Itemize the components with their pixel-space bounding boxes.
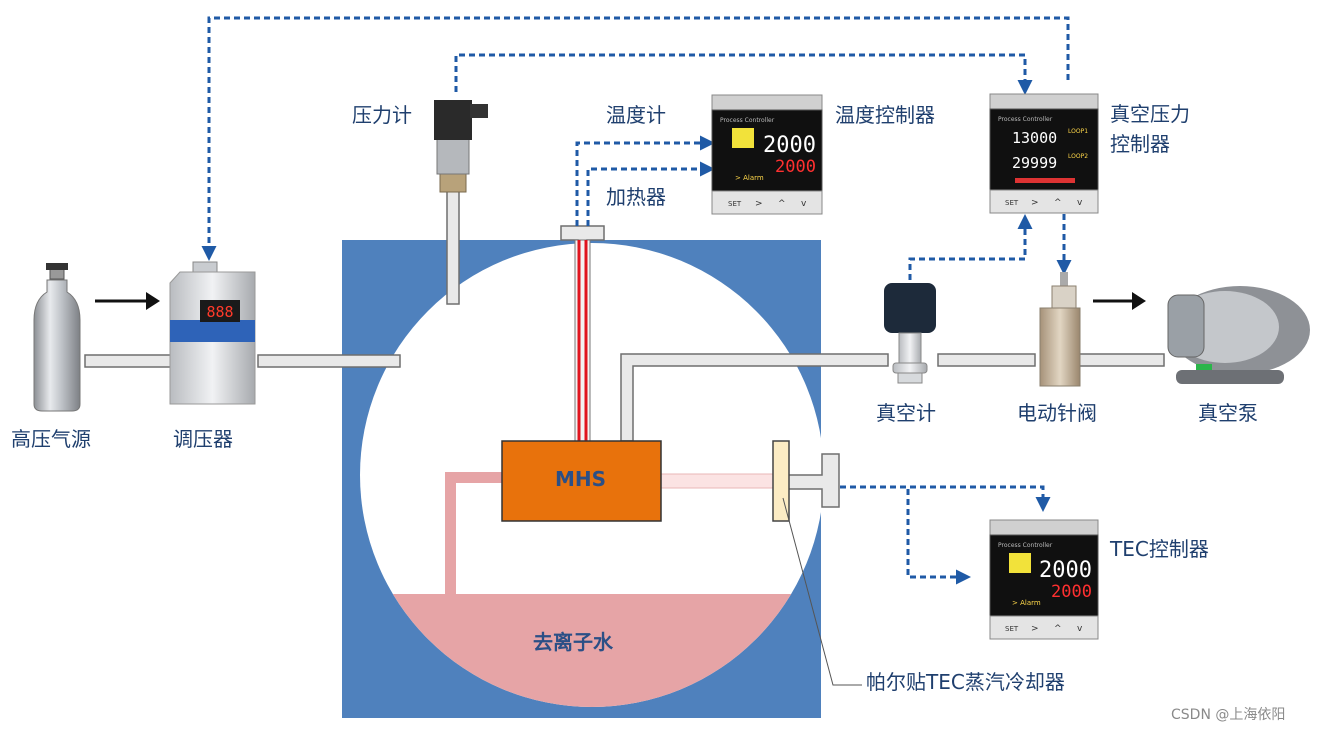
needle-valve-label: 电动针阀	[1017, 401, 1097, 425]
tec-ctrl-right-key: >	[1031, 624, 1039, 634]
signal-thermometer	[575, 135, 715, 226]
vac-ctrl-right-key: >	[1031, 198, 1039, 208]
pipe-gauge-valve	[937, 353, 1036, 367]
regulator-icon: 888	[169, 261, 256, 405]
vac-ctrl-loop1: LOOP1	[1068, 128, 1088, 135]
vac-ctrl-value2: 29999	[1012, 154, 1057, 172]
temp-ctrl-down-key: v	[801, 199, 807, 209]
tec-ctrl-set-key: SET	[1005, 625, 1019, 633]
peltier-cooler	[772, 440, 790, 522]
vac-ctrl-value1: 13000	[1012, 129, 1057, 147]
tec-ctrl-down-key: v	[1077, 624, 1083, 634]
temp-ctrl-up-key: ^	[778, 199, 786, 209]
signal-tec-out	[840, 485, 971, 585]
vac-ctrl-loop2: LOOP2	[1068, 153, 1088, 160]
vac-ctrl-set-key: SET	[1005, 199, 1019, 207]
temp-ctrl-header: Process Controller	[720, 117, 775, 124]
regulator-label: 调压器	[173, 427, 233, 451]
vac-ctrl-header: Process Controller	[998, 116, 1053, 123]
thermocouple-wires	[574, 239, 591, 442]
flow-arrows	[95, 292, 1146, 310]
mhs-block	[501, 440, 662, 522]
vac-ctrl-down-key: v	[1077, 198, 1083, 208]
temp-ctrl-set-key: SET	[728, 200, 742, 208]
vacuum-controller-label: 真空压力 控制器	[1110, 99, 1190, 159]
mhs-label: MHS	[555, 467, 607, 491]
tec-ctrl-header: Process Controller	[998, 542, 1053, 549]
signal-vacuum-gauge	[908, 214, 1033, 280]
vacuum-gauge-icon	[884, 283, 936, 384]
regulator-readout: 888	[206, 303, 233, 321]
flow-arrow-in-head	[146, 292, 160, 310]
vac-ctrl-up-key: ^	[1054, 198, 1062, 208]
temp-controller-label: 温度控制器	[835, 103, 935, 127]
gas-cylinder-icon	[33, 263, 81, 412]
peltier-cooler-label: 帕尔贴TEC蒸汽冷却器	[866, 670, 1065, 694]
vacuum-controller-icon: Process Controller 13000 LOOP1 29999 LOO…	[989, 93, 1099, 214]
tec-controller-icon: Process Controller 2000 2000 > Alarm SET…	[989, 519, 1099, 640]
cooler-port	[787, 453, 840, 508]
gas-source-label: 高压气源	[11, 427, 91, 451]
thermometer-label: 温度计	[606, 103, 666, 127]
needle-valve-icon	[1039, 272, 1081, 387]
signal-to-regulator	[201, 16, 1070, 261]
temperature-controller-icon: Process Controller 2000 2000 > Alarm SET…	[711, 94, 823, 215]
tec-ctrl-pv: 2000	[1039, 558, 1092, 583]
water-label: 去离子水	[533, 630, 613, 654]
vacuum-controller-label-line1: 真空压力	[1110, 102, 1190, 126]
pipe-regulator-chamber	[257, 354, 401, 368]
signal-pressure-gauge	[454, 53, 1033, 95]
temp-ctrl-alarm: > Alarm	[735, 174, 764, 182]
temp-ctrl-pv: 2000	[763, 133, 816, 158]
signal-tec-in	[840, 485, 1051, 512]
signal-lines	[201, 16, 1072, 585]
vacuum-pump-icon	[1167, 286, 1310, 384]
watermark: CSDN @上海依阳	[1171, 707, 1286, 723]
temp-ctrl-sv: 2000	[775, 157, 816, 177]
tec-ctrl-alarm: > Alarm	[1012, 599, 1041, 607]
vacuum-controller-label-line2: 控制器	[1110, 132, 1170, 156]
tec-controller-label: TEC控制器	[1110, 537, 1209, 561]
pipe-pressure-gauge	[446, 187, 460, 305]
vacuum-gauge-label: 真空计	[876, 401, 936, 425]
tec-ctrl-sv: 2000	[1051, 582, 1092, 602]
cooler-leader-line	[782, 497, 862, 686]
mhs-cooler-tube	[659, 473, 775, 489]
pressure-gauge-icon	[434, 100, 488, 193]
temp-ctrl-right-key: >	[755, 199, 763, 209]
heater-label: 加热器	[606, 185, 666, 209]
pipe-valve-pump	[1077, 353, 1165, 367]
tec-ctrl-up-key: ^	[1054, 624, 1062, 634]
pressure-gauge-label: 压力计	[352, 103, 412, 127]
flow-arrow-out-head	[1132, 292, 1146, 310]
vacuum-pump-label: 真空泵	[1198, 401, 1258, 425]
vapor-tube	[445, 472, 503, 596]
pipe-source-regulator	[84, 354, 172, 368]
